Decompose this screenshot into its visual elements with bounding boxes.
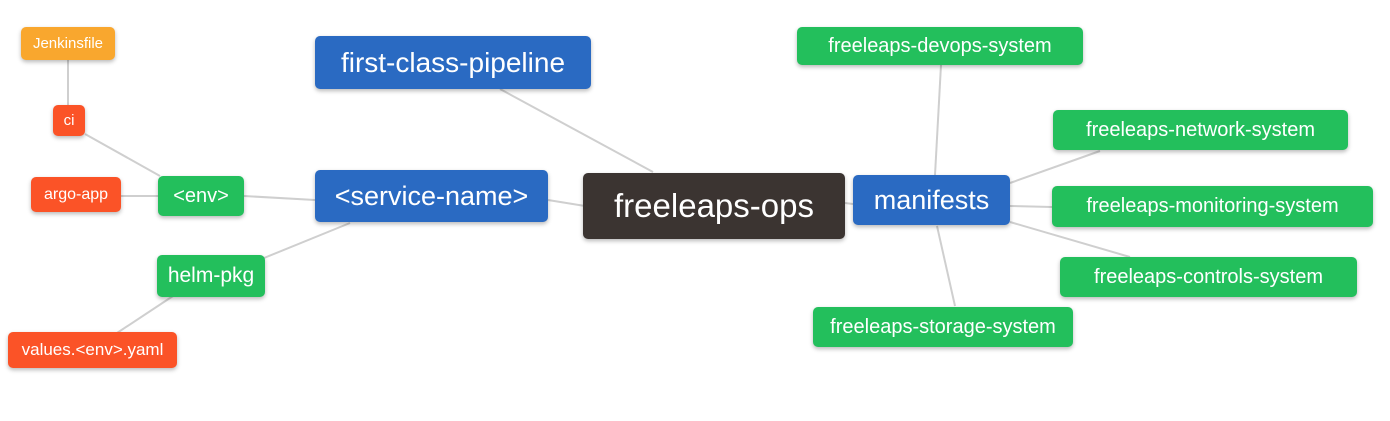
node-manifests[interactable]: manifests — [853, 175, 1010, 225]
edge-manifests-to-freeleaps-monitoring-system — [1009, 205, 1053, 208]
edge-values-env-yaml-to-helm-pkg — [116, 295, 174, 334]
edge-first-class-pipeline-to-freeleaps-ops — [499, 88, 654, 173]
edge-freeleaps-ops-to-manifests — [844, 202, 854, 205]
node-jenkinsfile[interactable]: Jenkinsfile — [21, 27, 115, 60]
node-argo-app[interactable]: argo-app — [31, 177, 121, 212]
node-freeleaps-network-system[interactable]: freeleaps-network-system — [1053, 110, 1348, 150]
node-ci[interactable]: ci — [53, 105, 85, 136]
edge-helm-pkg-to-service-name — [263, 222, 351, 259]
node-service-name[interactable]: <service-name> — [315, 170, 548, 222]
node-env[interactable]: <env> — [158, 176, 244, 216]
node-values-env-yaml[interactable]: values.<env>.yaml — [8, 332, 177, 368]
node-first-class-pipeline[interactable]: first-class-pipeline — [315, 36, 591, 89]
node-freeleaps-devops-system[interactable]: freeleaps-devops-system — [797, 27, 1083, 65]
edge-manifests-to-freeleaps-devops-system — [934, 64, 942, 176]
edge-manifests-to-freeleaps-controls-system — [1009, 221, 1131, 258]
edge-manifests-to-freeleaps-network-system — [1009, 150, 1101, 184]
edge-service-name-to-freeleaps-ops — [547, 199, 586, 207]
node-freeleaps-storage-system[interactable]: freeleaps-storage-system — [813, 307, 1073, 347]
edge-ci-to-env — [84, 133, 161, 177]
node-freeleaps-ops[interactable]: freeleaps-ops — [583, 173, 845, 239]
node-freeleaps-controls-system[interactable]: freeleaps-controls-system — [1060, 257, 1357, 297]
edge-env-to-service-name — [243, 195, 316, 201]
node-helm-pkg[interactable]: helm-pkg — [157, 255, 265, 297]
node-freeleaps-monitoring-system[interactable]: freeleaps-monitoring-system — [1052, 186, 1373, 227]
edge-manifests-to-freeleaps-storage-system — [936, 225, 956, 307]
